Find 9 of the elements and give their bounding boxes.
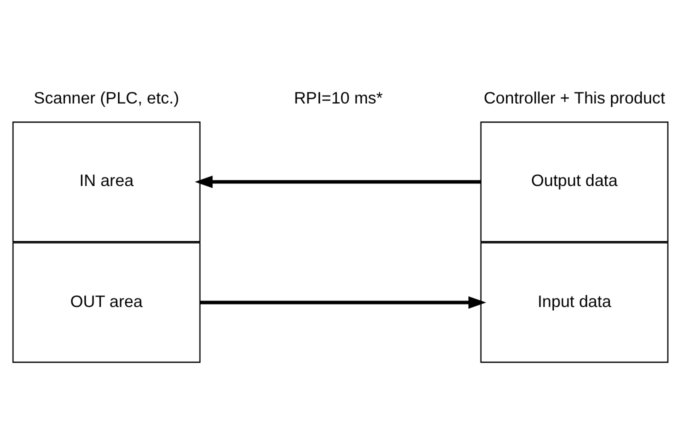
label: RPI=10 ms* [294,88,383,107]
label: Controller + This product [484,88,666,107]
arrow [200,296,486,308]
node-box: Output data [480,121,668,242]
node-box: Input data [480,242,668,362]
node-box: OUT area [12,242,201,362]
node-box: IN area [12,121,201,242]
label: Scanner (PLC, etc.) [34,88,180,107]
arrow [194,175,481,188]
